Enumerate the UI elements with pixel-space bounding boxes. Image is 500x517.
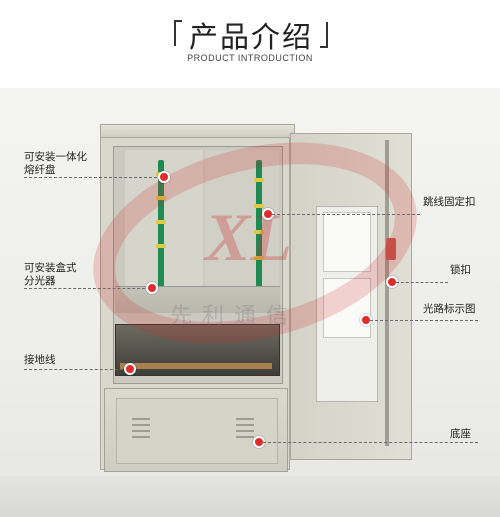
watermark-text: 先利通信 — [170, 304, 299, 329]
fusion-tray-area-right — [205, 150, 279, 292]
adapter — [254, 178, 264, 182]
callout-route-diagram-label: 光路标示图 — [423, 303, 476, 315]
vent-slot — [132, 424, 150, 426]
leader-base — [263, 442, 478, 443]
callout-fusion-tray-label: 可安装一体化 熔纤盘 — [24, 151, 87, 176]
adapter — [156, 196, 166, 200]
leader-fusion-tray — [24, 177, 162, 178]
adapter — [156, 244, 166, 248]
floor — [0, 476, 500, 517]
watermark-logo: XL — [205, 199, 292, 275]
adapter — [254, 256, 264, 260]
callout-dot-splitter — [146, 282, 158, 294]
leader-jumper-clip — [272, 214, 420, 215]
title-bracket-left — [174, 20, 182, 46]
page-subtitle: PRODUCT INTRODUCTION — [187, 53, 313, 63]
vent-slot — [132, 418, 150, 420]
vent-slot — [132, 430, 150, 432]
callout-splitter-label: 可安装盒式 分光器 — [24, 262, 77, 287]
title-bracket-right — [320, 22, 328, 48]
callout-dot-fusion-tray — [158, 171, 170, 183]
vent-slot — [236, 424, 254, 426]
door-latch — [386, 238, 396, 260]
fiber-rail-right — [256, 160, 262, 288]
leader-splitter — [24, 288, 150, 289]
leader-lock — [396, 282, 448, 283]
leader-grounding — [24, 369, 128, 370]
cabinet-top — [100, 124, 295, 138]
route-diagram-sheet — [323, 278, 371, 338]
vent-slot — [132, 436, 150, 438]
door-lock-rod — [385, 140, 389, 446]
splitter-shelf — [115, 286, 280, 313]
vent-slot — [236, 418, 254, 420]
route-diagram-sheet — [323, 212, 371, 272]
adapter — [156, 220, 166, 224]
vent-slot — [236, 430, 254, 432]
adapter — [254, 230, 264, 234]
grounding-bar — [120, 363, 272, 369]
callout-lock-label: 锁扣 — [450, 264, 471, 276]
callout-base-label: 底座 — [450, 428, 471, 440]
adapter — [254, 204, 264, 208]
callout-grounding-label: 接地线 — [24, 354, 56, 366]
page-title: 产品介绍 — [188, 20, 313, 54]
vent-slot — [236, 436, 254, 438]
callout-dot-grounding — [124, 363, 136, 375]
header: 产品介绍 PRODUCT INTRODUCTION — [0, 0, 500, 88]
fiber-rail-left — [158, 160, 164, 288]
leader-route-diagram — [370, 320, 478, 321]
product-photo: XL 先利通信 — [0, 88, 500, 517]
callout-jumper-clip-label: 跳线固定扣 — [423, 196, 476, 208]
